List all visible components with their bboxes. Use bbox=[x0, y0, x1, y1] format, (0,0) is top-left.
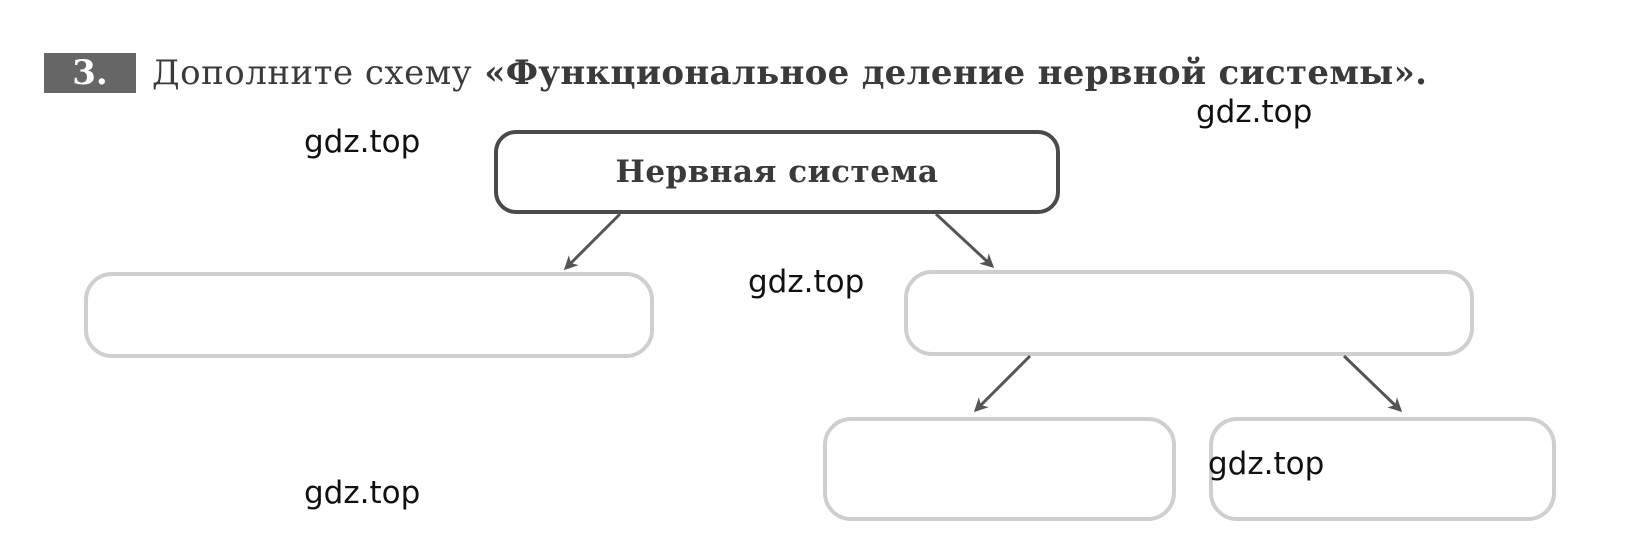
task-number-badge: 3. bbox=[44, 53, 136, 93]
arrow-right-to-bottom-right bbox=[1342, 354, 1403, 413]
empty-box-bottom-left[interactable] bbox=[823, 417, 1176, 521]
root-node-label: Нервная система bbox=[615, 154, 939, 190]
empty-box-bottom-right[interactable] bbox=[1209, 417, 1556, 521]
watermark-text: gdz.top bbox=[748, 264, 865, 300]
arrow-root-to-left bbox=[563, 212, 622, 271]
watermark-text: gdz.top bbox=[1196, 94, 1313, 130]
empty-box-left[interactable] bbox=[84, 272, 654, 358]
task-header: 3. Дополните схему «Функциональное делен… bbox=[44, 48, 1427, 98]
arrow-root-to-right bbox=[934, 212, 995, 269]
watermark-text: gdz.top bbox=[304, 124, 421, 160]
watermark-text: gdz.top bbox=[304, 475, 421, 511]
arrow-right-to-bottom-left bbox=[973, 354, 1032, 413]
root-node-nervous-system: Нервная система bbox=[494, 130, 1060, 214]
empty-box-right[interactable] bbox=[904, 270, 1474, 356]
watermark-text: gdz.top bbox=[1208, 446, 1325, 482]
task-instruction: Дополните схему bbox=[152, 53, 473, 93]
task-title: «Функциональное деление нервной системы»… bbox=[484, 53, 1428, 93]
